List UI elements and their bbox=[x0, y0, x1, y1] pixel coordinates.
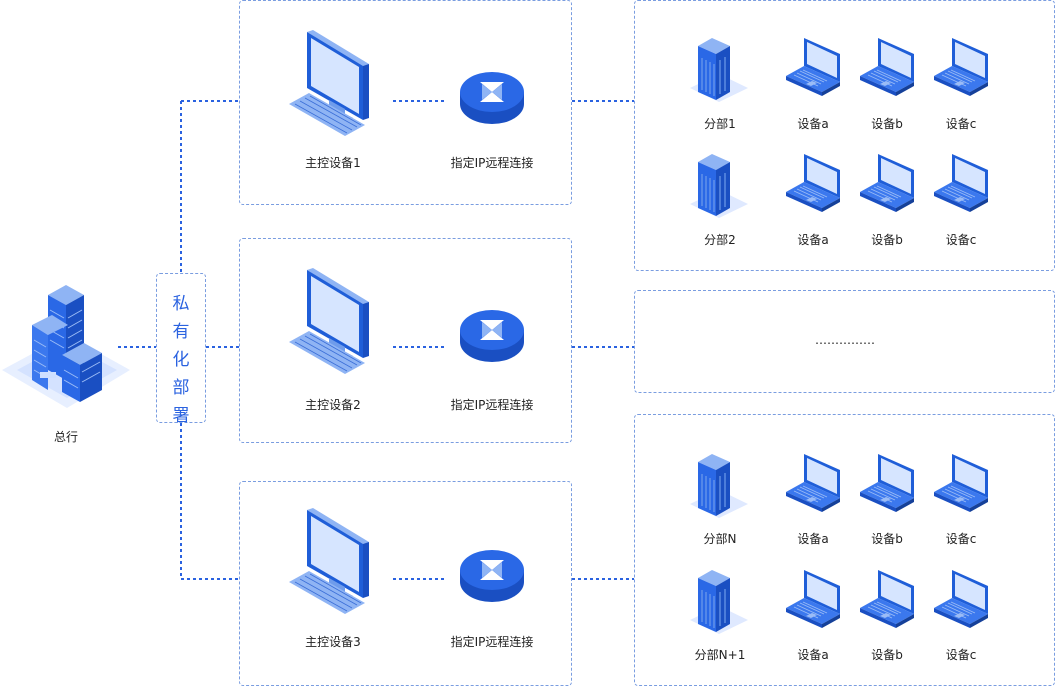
private-deploy-char: 署 bbox=[172, 406, 190, 426]
device-label: 设备b bbox=[871, 117, 903, 131]
laptop-icon bbox=[860, 454, 914, 512]
laptop-icon bbox=[934, 570, 988, 628]
laptop-icon bbox=[934, 454, 988, 512]
router-icon bbox=[460, 310, 524, 362]
monitor-keyboard-icon bbox=[289, 30, 369, 136]
router-icon bbox=[460, 72, 524, 124]
controller-box-1 bbox=[239, 0, 572, 205]
branch-label: 分部2 bbox=[704, 233, 736, 247]
device-label: 设备c bbox=[945, 532, 977, 546]
laptop-icon bbox=[860, 570, 914, 628]
private-deploy-box: 私 有 化 部 署 bbox=[156, 273, 206, 426]
controller-device-label: 主控设备2 bbox=[305, 398, 361, 412]
branch-label: 分部N bbox=[703, 532, 737, 546]
private-deploy-char: 有 bbox=[172, 322, 190, 342]
private-deploy-char: 化 bbox=[172, 350, 190, 370]
remote-connection-label: 指定IP远程连接 bbox=[450, 398, 534, 412]
ellipsis-text: …………… bbox=[815, 333, 875, 347]
device-label: 设备b bbox=[871, 532, 903, 546]
monitor-keyboard-icon bbox=[289, 508, 369, 614]
server-icon bbox=[690, 154, 748, 218]
device-label: 设备a bbox=[797, 648, 829, 662]
controller-device-label: 主控设备3 bbox=[305, 635, 361, 649]
branch-label: 分部1 bbox=[704, 117, 736, 131]
server-icon bbox=[690, 570, 748, 634]
device-label: 设备c bbox=[945, 648, 977, 662]
laptop-icon bbox=[860, 154, 914, 212]
controller-device-label: 主控设备1 bbox=[305, 156, 361, 170]
private-deploy-char: 部 bbox=[172, 378, 190, 398]
laptop-icon bbox=[786, 570, 840, 628]
controller-box-2 bbox=[239, 238, 572, 443]
device-label: 设备a bbox=[797, 532, 829, 546]
laptop-icon bbox=[860, 38, 914, 96]
headquarters-label: 总行 bbox=[53, 430, 79, 444]
branch-label: 分部N+1 bbox=[694, 648, 746, 662]
laptop-icon bbox=[786, 38, 840, 96]
device-label: 设备b bbox=[871, 648, 903, 662]
monitor-keyboard-icon bbox=[289, 268, 369, 374]
server-icon bbox=[690, 454, 748, 518]
laptop-icon bbox=[934, 154, 988, 212]
laptop-icon bbox=[786, 454, 840, 512]
server-icon bbox=[690, 38, 748, 102]
device-label: 设备a bbox=[797, 117, 829, 131]
private-deploy-char: 私 bbox=[172, 294, 190, 314]
device-label: 设备c bbox=[945, 117, 977, 131]
device-label: 设备c bbox=[945, 233, 977, 247]
headquarters-building-icon bbox=[2, 285, 130, 408]
device-label: 设备a bbox=[797, 233, 829, 247]
remote-connection-label: 指定IP远程连接 bbox=[450, 156, 534, 170]
remote-connection-label: 指定IP远程连接 bbox=[450, 635, 534, 649]
laptop-icon bbox=[786, 154, 840, 212]
laptop-icon bbox=[934, 38, 988, 96]
device-label: 设备b bbox=[871, 233, 903, 247]
router-icon bbox=[460, 550, 524, 602]
